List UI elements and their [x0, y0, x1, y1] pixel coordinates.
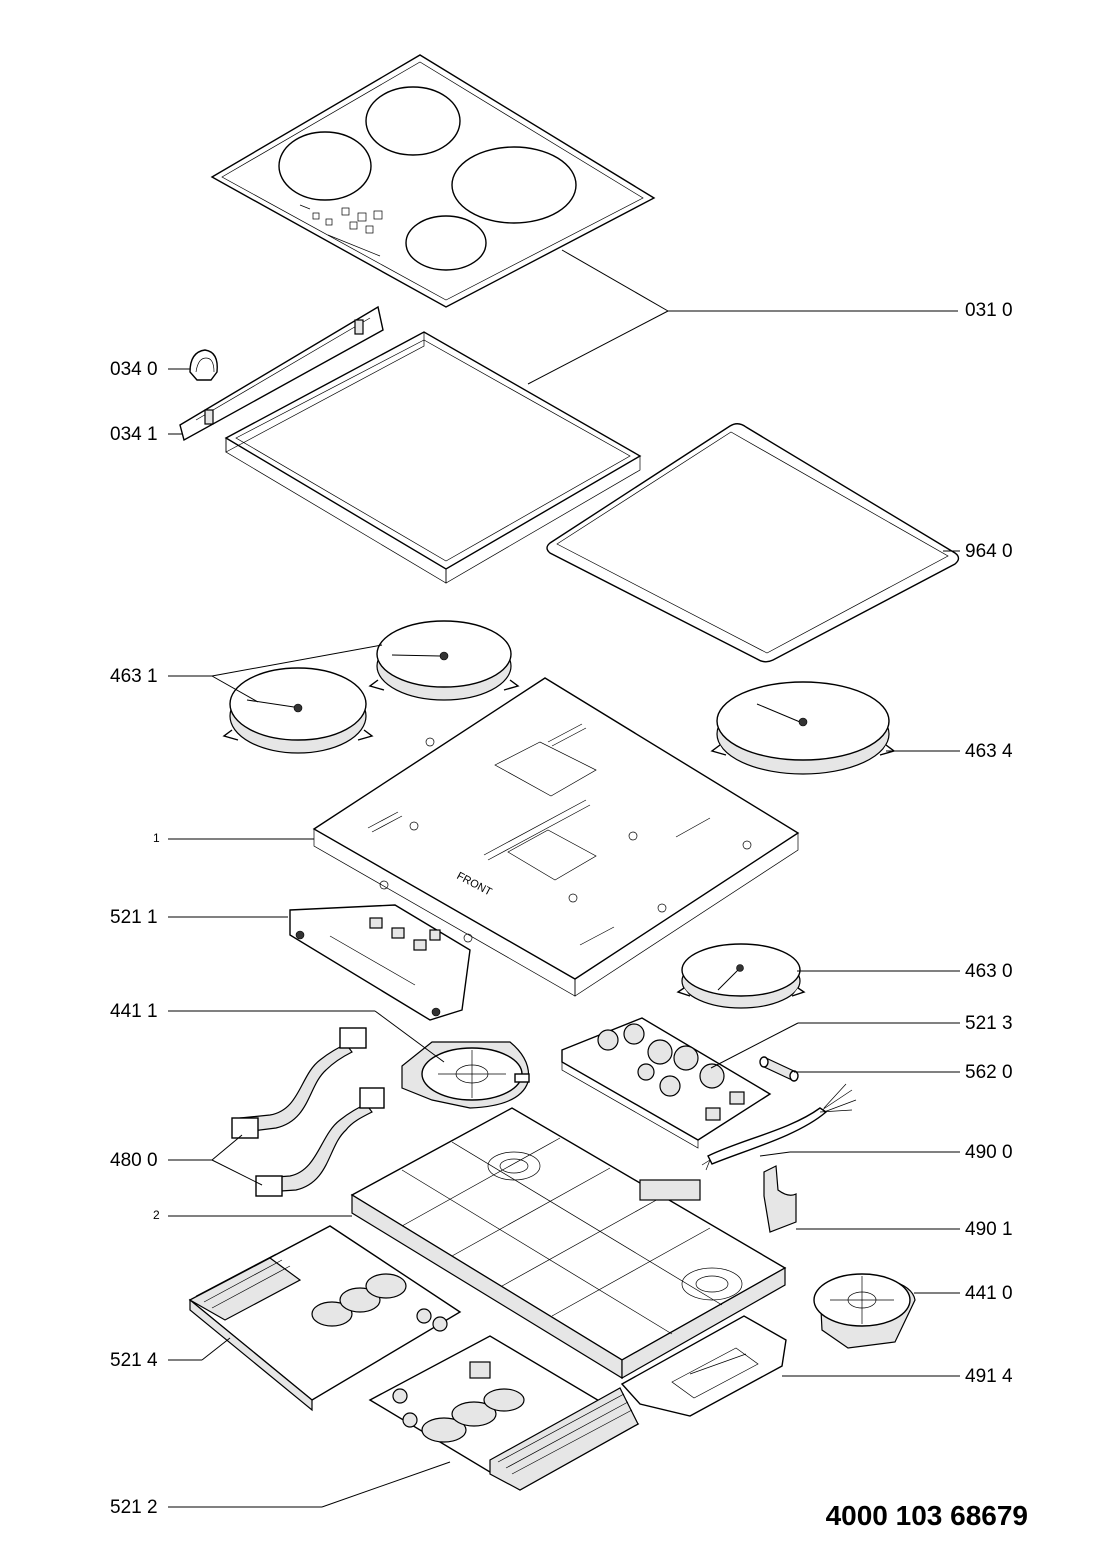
- carrier-plate: FRONT: [312, 677, 800, 997]
- callout-521-2: 521 2: [110, 1497, 158, 1518]
- callout-034-0: 034 0: [110, 359, 158, 380]
- mounting-bracket: [179, 305, 384, 442]
- bottom-housing: [350, 1107, 787, 1380]
- callout-441-0: 441 0: [965, 1283, 1013, 1304]
- power-board-521-4: [188, 1225, 462, 1412]
- bracket-clip: [189, 349, 218, 381]
- ribbon-cable-upper: [231, 1027, 367, 1139]
- callout-463-4: 463 4: [965, 741, 1013, 762]
- callout-521-3: 521 3: [965, 1013, 1013, 1034]
- power-board-521-2: [368, 1335, 640, 1491]
- callout-463-0: 463 0: [965, 961, 1013, 982]
- callout-490-0: 490 0: [965, 1142, 1013, 1163]
- callout-1: 1: [153, 831, 160, 845]
- induction-coil-463-0: [676, 943, 806, 1009]
- callout-521-1: 521 1: [110, 907, 158, 928]
- callout-964-0: 964 0: [965, 541, 1013, 562]
- callout-2: 2: [153, 1208, 160, 1222]
- callout-034-1: 034 1: [110, 424, 158, 445]
- cable-clamp-490-1: [763, 1165, 797, 1233]
- callout-562-0: 562 0: [965, 1062, 1013, 1083]
- callout-480-0: 480 0: [110, 1150, 158, 1171]
- callout-490-1: 490 1: [965, 1219, 1013, 1240]
- cooling-fan-441-1: [401, 1041, 530, 1109]
- glass-top: [210, 54, 656, 308]
- filter-board-491-4: [620, 1315, 787, 1417]
- callout-441-1: 441 1: [110, 1001, 158, 1022]
- ribbon-cable-lower: [255, 1087, 385, 1197]
- callout-463-1: 463 1: [110, 666, 158, 687]
- induction-coil-463-4: [710, 681, 896, 775]
- callout-491-4: 491 4: [965, 1366, 1013, 1387]
- cooling-fan-441-0: [813, 1273, 916, 1349]
- part-number: 4000 103 68679: [825, 1500, 1028, 1531]
- callout-521-4: 521 4: [110, 1350, 158, 1371]
- mains-cable-490-0: [701, 1083, 857, 1171]
- power-board-521-3: [561, 1017, 772, 1149]
- cooktop-frame: [224, 331, 642, 584]
- induction-coil-463-1-rear: [368, 620, 520, 701]
- seal-gasket: [546, 423, 960, 663]
- leader-lines: [168, 249, 960, 1508]
- callout-031-0: 031 0: [965, 300, 1013, 321]
- control-board-521-1: [289, 904, 471, 1021]
- fuse-562-0: [759, 1056, 799, 1082]
- induction-coil-463-1-front: [222, 667, 374, 754]
